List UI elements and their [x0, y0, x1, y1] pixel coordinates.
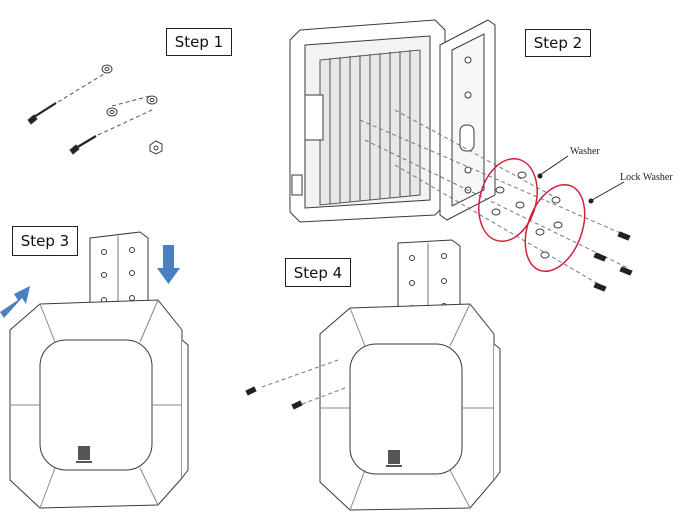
blue-block-arrow-icon — [0, 286, 30, 318]
step1-hardware — [27, 64, 163, 155]
screw-icon — [593, 231, 633, 292]
screw-icon — [27, 102, 57, 125]
step2-label: Step 2 — [525, 29, 591, 57]
blue-down-arrow-icon — [157, 245, 180, 284]
step4-label: Step 4 — [285, 258, 351, 287]
step4-assembly — [245, 239, 501, 511]
heatsink-fins — [319, 49, 421, 206]
brand-logo-icon — [76, 446, 92, 463]
step1-label: Step 1 — [166, 28, 232, 56]
brand-logo-icon — [386, 450, 402, 467]
step3-label: Step 3 — [12, 226, 78, 256]
step3-assembly — [9, 231, 189, 509]
screw-icon — [245, 386, 303, 410]
lock-washer-highlight — [524, 183, 586, 273]
washer-callout: Washer — [570, 146, 600, 157]
lock-washer-callout: Lock Washer — [620, 172, 673, 183]
screw-icon — [69, 135, 97, 155]
step2-assembly — [289, 19, 633, 292]
